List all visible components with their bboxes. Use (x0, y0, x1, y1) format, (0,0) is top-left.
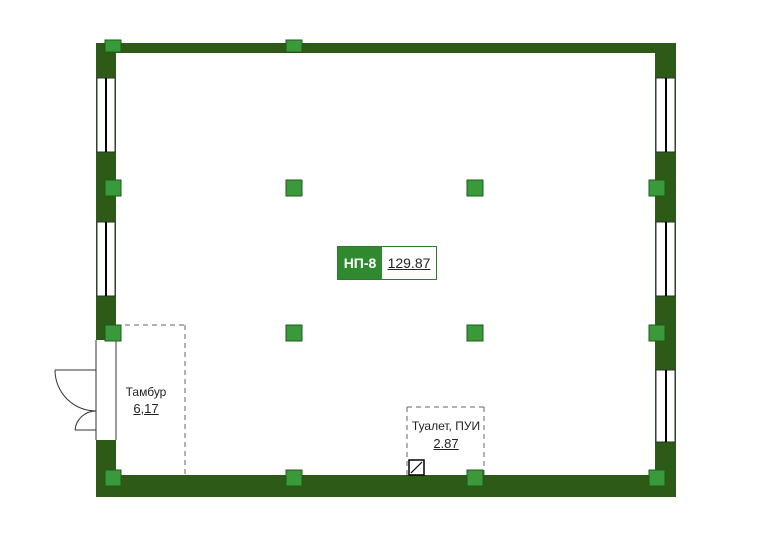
column (104, 39, 122, 53)
column (104, 469, 122, 487)
column (648, 324, 666, 342)
unit-area: 129.87 (382, 247, 436, 279)
column (466, 469, 484, 487)
column (285, 179, 303, 197)
entrance-door (54, 340, 117, 440)
column (285, 324, 303, 342)
room-name-vestibule: Тамбур (125, 385, 167, 399)
room-area-toilet: 2.87 (433, 436, 459, 451)
vestibule-partition (116, 324, 186, 475)
room-name-toilet: Туалет, ПУИ (411, 419, 481, 433)
column (648, 179, 666, 197)
column (285, 469, 303, 487)
column (285, 39, 303, 53)
wall-bottom (96, 475, 676, 497)
unit-badge: НП-8 129.87 (337, 246, 437, 280)
windows-left (96, 77, 116, 297)
wall-top (96, 43, 676, 53)
toilet-partition (406, 406, 485, 475)
column (466, 324, 484, 342)
unit-code: НП-8 (338, 247, 382, 279)
toilet-fixture-icon (408, 459, 425, 476)
columns (104, 39, 666, 487)
column (104, 324, 122, 342)
column (104, 179, 122, 197)
column (466, 179, 484, 197)
column (648, 469, 666, 487)
room-area-vestibule: 6,17 (133, 401, 159, 416)
windows-right (655, 77, 676, 443)
